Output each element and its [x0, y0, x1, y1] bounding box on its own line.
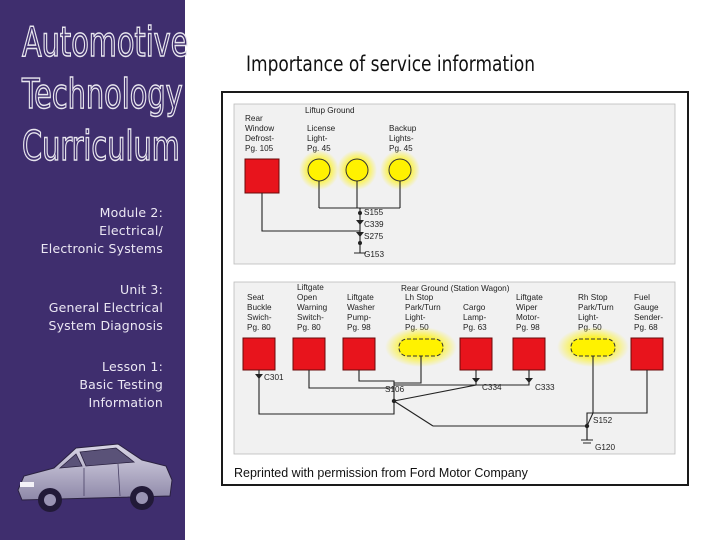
- connector-c339: C339: [364, 220, 384, 229]
- lower-wiring: [258, 356, 648, 440]
- lesson-number: Lesson 1:: [102, 359, 163, 374]
- lesson-info: Lesson 1: Basic Testing Information: [79, 358, 163, 412]
- ground-g120: G120: [595, 443, 615, 452]
- unit-name-line-1: General Electrical: [48, 300, 163, 315]
- module-number: Module 2:: [99, 205, 163, 220]
- module-name-line-2: Electronic Systems: [40, 241, 163, 256]
- module-name-line-1: Electrical/: [99, 223, 163, 238]
- connector-c334: C334: [482, 383, 502, 392]
- connector-s275: S275: [364, 232, 384, 241]
- upper-wiring: [261, 181, 401, 253]
- brand-title-line-3: Curriculum: [21, 122, 180, 170]
- rear-ground-label: Rear Ground (Station Wagon): [401, 284, 510, 293]
- car-illustration: [17, 443, 173, 512]
- slide-title: Importance of service information: [246, 52, 536, 76]
- connector-s155: S155: [364, 208, 384, 217]
- lesson-name-line-1: Basic Testing: [79, 377, 163, 392]
- lesson-name-line-2: Information: [88, 395, 163, 410]
- unit-name-line-2: System Diagnosis: [48, 318, 163, 333]
- connector-c301: C301: [264, 373, 284, 382]
- upper-connectors: S155 C339 S275 G153: [354, 208, 384, 259]
- ground-g153: G153: [364, 250, 384, 259]
- connector-s106: S106: [385, 385, 405, 394]
- brand-title-line-1: Automotive: [21, 18, 189, 66]
- diagram-caption: Reprinted with permission from Ford Moto…: [234, 466, 529, 480]
- connector-c333: C333: [535, 383, 555, 392]
- module-info: Module 2: Electrical/ Electronic Systems: [41, 204, 163, 258]
- liftup-ground-label: Liftup Ground: [305, 106, 355, 115]
- brand-title-line-2: Technology: [21, 70, 183, 118]
- lower-connectors: C301 S106 C334 C333 S152 G120: [255, 373, 615, 452]
- upper-circuit-panel: [233, 103, 676, 265]
- unit-number: Unit 3:: [120, 282, 163, 297]
- unit-info: Unit 3: General Electrical System Diagno…: [48, 281, 163, 335]
- sidebar: Automotive Technology Curriculum Module …: [0, 0, 189, 540]
- connector-s152: S152: [593, 416, 613, 425]
